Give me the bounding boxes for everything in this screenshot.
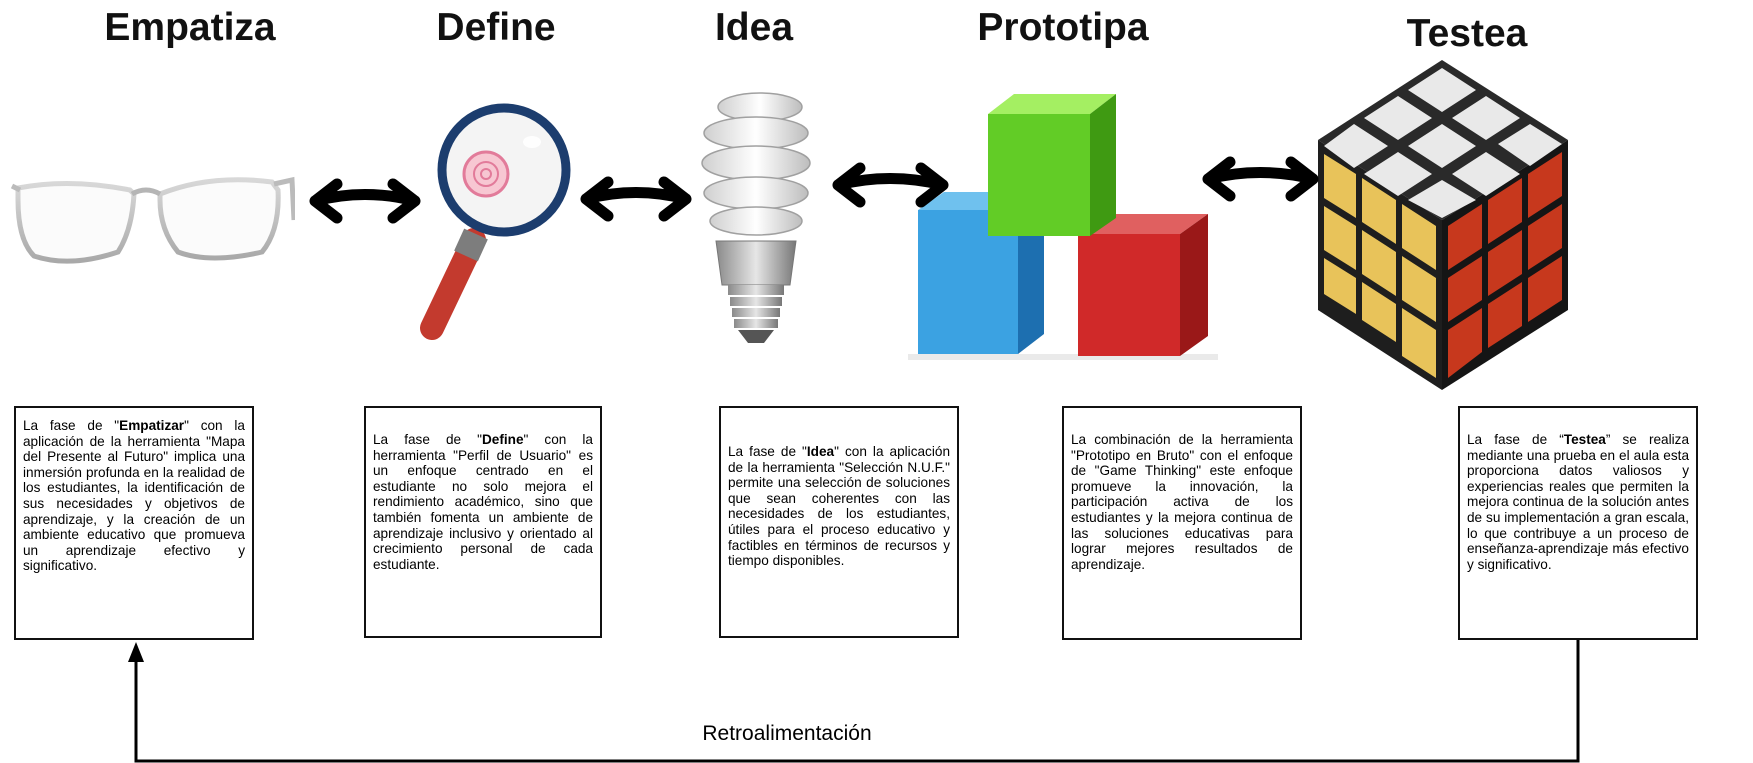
blocks-icon (908, 92, 1220, 360)
glasses-icon (10, 160, 295, 270)
double-arrow-icon (828, 160, 953, 210)
rubiks-cube-icon (1318, 60, 1573, 390)
description-box-empatiza: La fase de "Empatizar" con la aplicación… (14, 406, 254, 640)
phase-title-empatiza: Empatiza (104, 6, 276, 49)
phase-title-prototipa: Prototipa (977, 6, 1149, 49)
description-box-idea: La fase de "Idea" con la aplicación de l… (719, 406, 959, 638)
description-box-prototipa: La combinación de la herramienta "Protot… (1062, 406, 1302, 640)
description-box-testea: La fase de “Testea” se realiza mediante … (1458, 406, 1698, 640)
double-arrow-icon (305, 176, 425, 226)
description-box-define: La fase de "Define" con la herramienta "… (364, 406, 602, 638)
phase-title-define: Define (436, 6, 556, 49)
double-arrow-icon (1198, 154, 1323, 204)
phase-title-testea: Testea (1406, 12, 1528, 55)
feedback-label: Retroalimentación (702, 722, 872, 745)
phase-title-idea: Idea (714, 6, 794, 49)
double-arrow-icon (576, 174, 696, 224)
light-bulb-icon (692, 85, 822, 350)
magnifying-glass-icon (414, 100, 584, 340)
